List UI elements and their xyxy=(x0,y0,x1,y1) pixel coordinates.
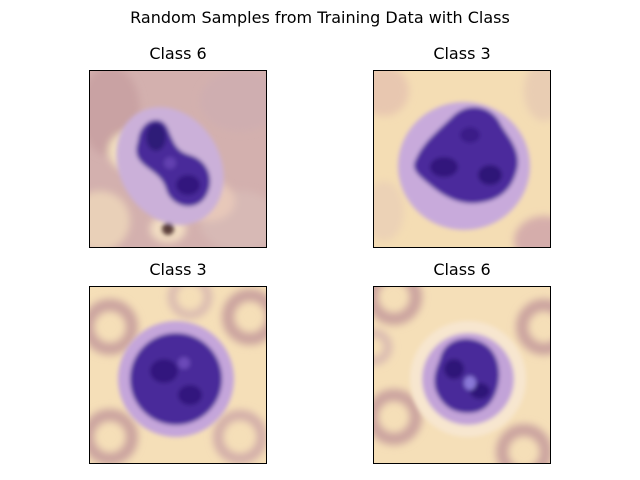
panel-title: Class 6 xyxy=(433,260,491,279)
cell-image-drawing xyxy=(90,287,266,463)
cell-image-drawing xyxy=(374,71,550,247)
cell-image xyxy=(373,286,551,464)
cell-image xyxy=(89,286,267,464)
cell-image xyxy=(373,70,551,248)
panel-title: Class 6 xyxy=(149,44,207,63)
panel-title: Class 3 xyxy=(149,260,207,279)
figure-title: Random Samples from Training Data with C… xyxy=(130,8,510,27)
cell-image xyxy=(89,70,267,248)
cell-image-drawing xyxy=(374,287,550,463)
panel-title: Class 3 xyxy=(433,44,491,63)
cell-image-drawing xyxy=(90,71,266,247)
